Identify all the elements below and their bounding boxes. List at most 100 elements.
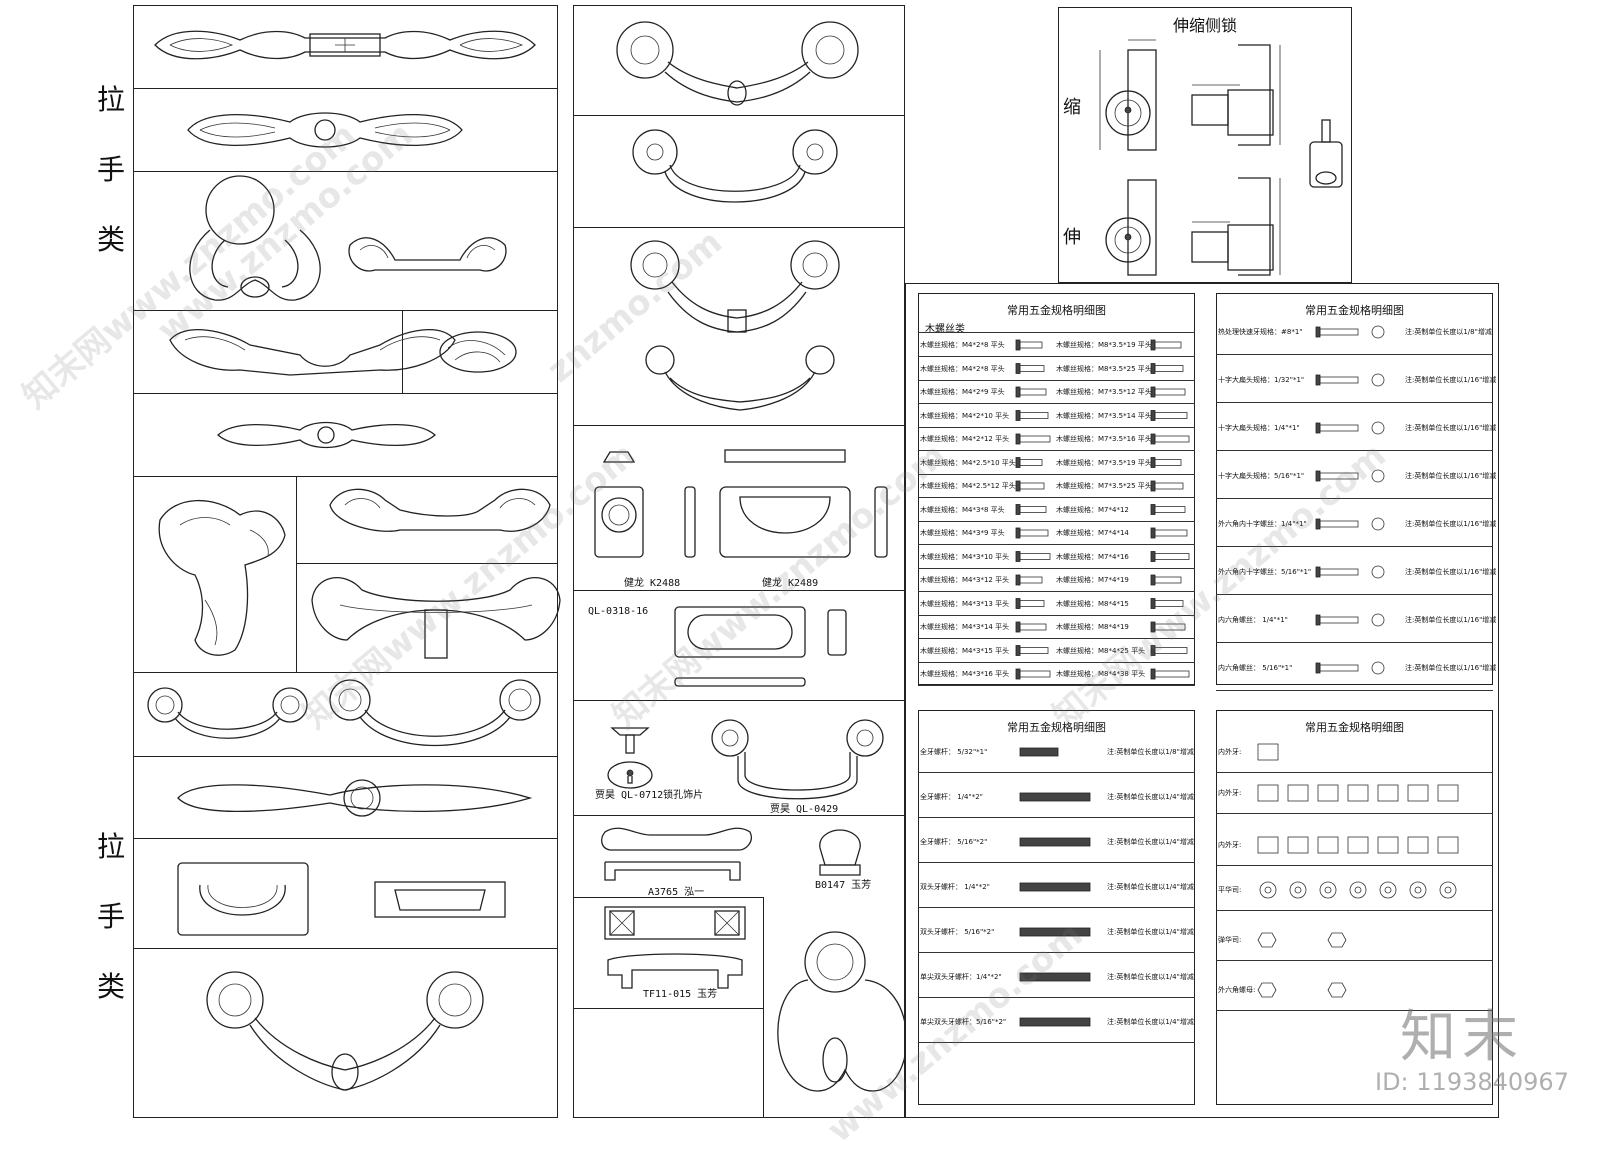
spec-sheet-wood-screws: 常用五金规格明细图 木螺丝类	[918, 293, 1195, 685]
screw-head-top-view-1	[1371, 373, 1385, 387]
threaded-insert-1-3	[1347, 784, 1369, 802]
flat-washer-3	[1349, 881, 1367, 899]
caption-b0147: B0147 玉芳	[815, 880, 872, 891]
caption-tf11: TF11-015 玉芳	[643, 989, 718, 1000]
sheet1-row-left-10: 木螺丝规格：M4*3*12 平头	[920, 576, 1010, 584]
sheet2-row-note-2: 注:英制单位长度以1/16"增减	[1405, 424, 1497, 432]
side-lock-drawings	[1099, 39, 1343, 276]
row-divider	[573, 115, 905, 116]
threaded-insert-1-4	[1377, 784, 1399, 802]
row-divider	[1216, 772, 1493, 773]
wood-screw-right-8-head	[1150, 527, 1156, 539]
sheet2-row-label-7: 内六角螺丝： 5/16"*1"	[1218, 664, 1293, 672]
screw-head-top-view-2	[1371, 421, 1385, 435]
brand-logo: 知末	[1400, 1005, 1524, 1070]
sheet3-row-note-2: 注:英制单位长度以1/4"增减	[1107, 838, 1194, 846]
label-handle-category-top-3: 类	[97, 223, 126, 256]
threaded-insert-2-2	[1317, 836, 1339, 854]
wood-screw-right-6-head	[1150, 480, 1156, 492]
sheet1-row-right-14: 木螺丝规格：M8*4*38 平头	[1056, 670, 1146, 678]
row-divider	[1216, 498, 1493, 499]
sheet2-row-label-2: 十字大扁头规格：1/4"*1"	[1218, 424, 1300, 432]
sheet4-row-label-0: 内外牙:	[1218, 748, 1242, 756]
ornate-plate-2	[187, 112, 463, 148]
sheet1-row-right-1: 木螺丝规格：M8*3.5*25 平头	[1056, 364, 1152, 373]
wood-screw-left-8-head	[1015, 527, 1021, 539]
wood-screw-left-7-head	[1015, 504, 1021, 515]
caption-k2489: 健龙 K2489	[762, 578, 819, 589]
row-divider	[573, 815, 905, 816]
row-divider	[1216, 546, 1493, 547]
sheet2-row-note-1: 注:英制单位长度以1/16"增减	[1405, 376, 1497, 384]
sheet1-row-left-3: 木螺丝规格：M4*2*10 平头	[920, 411, 1010, 420]
threaded-insert-2-4	[1377, 836, 1399, 854]
machine-screw-2-head	[1315, 422, 1321, 434]
threaded-insert-1-6	[1437, 784, 1459, 802]
scroll-plate	[177, 779, 533, 817]
sheet2-row-label-4: 外六角内十字螺丝：1/4"*1"	[1218, 520, 1307, 528]
spring-washer-1	[1327, 932, 1347, 948]
screw-head-top-view-7	[1371, 661, 1385, 675]
wood-screw-left-6-head	[1015, 480, 1021, 492]
sheet3-row-label-4: 双头牙螺杆： 5/16"*2"	[920, 928, 995, 936]
sheet4-row-label-4: 弹华司:	[1218, 936, 1242, 944]
sheet1-row-left-4: 木螺丝规格：M4*2*12 平头	[920, 435, 1010, 443]
hex-nut-1	[1327, 982, 1347, 998]
sheet1-row-left-1: 木螺丝规格：M4*2*8 平头	[920, 364, 1005, 373]
sheet1-row-right-12: 木螺丝规格：M8*4*19	[1056, 623, 1129, 631]
lock-key	[1309, 119, 1343, 188]
col-divider	[296, 476, 297, 672]
rosette-bail-pair	[147, 679, 541, 747]
wood-screw-left-0-head	[1015, 339, 1021, 351]
recessed-pull-ql0318	[674, 606, 847, 687]
handles-panel-left	[133, 5, 558, 1118]
row-divider	[133, 171, 558, 172]
screw-head-top-view-4	[1371, 517, 1385, 531]
sheet1-row-left-12: 木螺丝规格：M4*3*14 平头	[920, 623, 1010, 631]
flat-washer-0	[1259, 881, 1277, 899]
row-divider	[918, 356, 1195, 357]
sheet1-row-left-2: 木螺丝规格：M4*2*9 平头	[920, 388, 1005, 396]
hex-nut-0	[1257, 982, 1277, 998]
sheet3-row-label-0: 全牙螺杆： 5/32"*1"	[920, 748, 988, 756]
row-divider	[1216, 402, 1493, 403]
label-handle-category-bottom-1: 拉	[97, 830, 126, 863]
threaded-rod-1	[1019, 792, 1091, 802]
wood-screw-right-14-head	[1150, 668, 1156, 680]
rococo-handle	[169, 329, 517, 376]
flat-washer-5	[1409, 881, 1427, 899]
sheet1-row-right-5: 木螺丝规格：M7*3.5*19 平头	[1056, 458, 1152, 467]
plate-bail-handles	[177, 862, 506, 936]
sheet3-row-label-1: 全牙螺杆： 1/4"*2"	[920, 793, 983, 801]
threaded-rod-5	[1019, 972, 1091, 982]
sheet1-row-right-7: 木螺丝规格：M7*4*12	[1056, 505, 1129, 514]
row-divider	[918, 952, 1195, 953]
ring-bail-2	[632, 129, 838, 203]
threaded-rod-3	[1019, 882, 1091, 892]
sheet2-row-label-6: 内六角螺丝： 1/4"*1"	[1218, 616, 1288, 624]
label-handle-category-bottom-2: 手	[97, 900, 126, 933]
row-divider	[918, 1042, 1195, 1043]
sheet2-row-label-0: 热处理快速牙规格：#8*1"	[1218, 328, 1303, 336]
sheet3-row-note-0: 注:英制单位长度以1/8"增减	[1107, 748, 1194, 756]
sheet4-row-label-5: 外六角螺母:	[1218, 986, 1256, 994]
wood-screw-right-9-head	[1150, 551, 1156, 562]
row-divider	[133, 476, 558, 477]
flat-washer-hole-2	[1324, 886, 1332, 894]
spring-washer-0	[1257, 932, 1277, 948]
escutcheon-ql0712	[607, 727, 653, 789]
threaded-insert-2-0	[1257, 836, 1279, 854]
threaded-insert-1-1	[1287, 784, 1309, 802]
sheet4-row-label-2: 内外牙:	[1218, 841, 1242, 849]
flat-washer-6	[1439, 881, 1457, 899]
bar-handle-a3765	[601, 827, 752, 881]
threaded-insert-1-5	[1407, 784, 1429, 802]
plate-handle-tf11	[604, 906, 746, 989]
wood-screw-left-2-head	[1015, 386, 1021, 398]
row-divider	[573, 1008, 763, 1009]
row-divider	[296, 563, 558, 564]
row-divider	[1216, 450, 1493, 451]
row-divider	[1216, 690, 1493, 691]
row-divider	[573, 700, 905, 701]
knob-b0147	[819, 829, 861, 876]
